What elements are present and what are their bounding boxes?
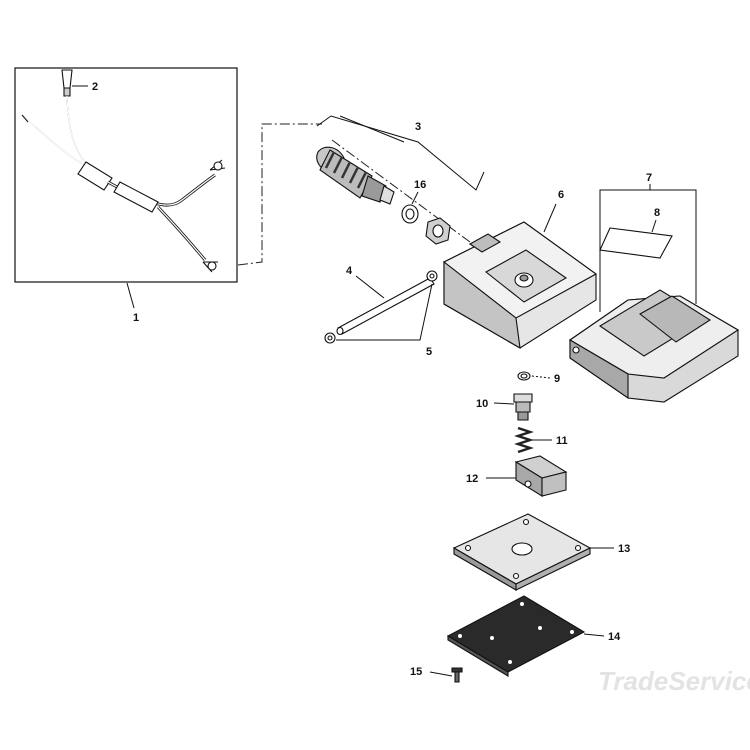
bracket-3 bbox=[316, 115, 485, 191]
lock-nut bbox=[425, 217, 451, 245]
leader-5 bbox=[336, 283, 433, 341]
screw bbox=[451, 667, 463, 683]
callout-7: 7 bbox=[646, 172, 652, 184]
washer bbox=[401, 204, 419, 224]
label-decal bbox=[599, 227, 673, 259]
callout-8: 8 bbox=[654, 207, 660, 219]
pivot-rod bbox=[336, 277, 435, 336]
watermark: TradeService bbox=[598, 666, 750, 696]
bracket-7 bbox=[599, 189, 697, 312]
callout-2: 2 bbox=[92, 81, 98, 93]
callout-14: 14 bbox=[608, 631, 621, 643]
callout-12: 12 bbox=[466, 473, 478, 485]
leader-1 bbox=[126, 282, 135, 309]
bottom-plate bbox=[446, 595, 586, 677]
assembly-axis bbox=[331, 139, 471, 243]
retaining-ring-left bbox=[324, 332, 336, 344]
callout-6: 6 bbox=[558, 189, 564, 201]
o-ring bbox=[517, 371, 531, 381]
callout-1: 1 bbox=[133, 312, 139, 324]
callout-4: 4 bbox=[346, 265, 353, 277]
callout-3: 3 bbox=[415, 121, 421, 133]
spring bbox=[514, 426, 534, 454]
callout-10: 10 bbox=[476, 398, 488, 410]
valve-fitting bbox=[513, 393, 533, 421]
callout-13: 13 bbox=[618, 543, 630, 555]
callout-16: 16 bbox=[414, 179, 426, 191]
valve-block bbox=[514, 455, 568, 497]
pedal-base-housing bbox=[442, 221, 598, 350]
wire-harness bbox=[14, 67, 238, 283]
retaining-ring-right bbox=[426, 270, 438, 282]
callout-15: 15 bbox=[410, 666, 422, 678]
callout-5: 5 bbox=[426, 346, 432, 358]
gasket-plate bbox=[452, 513, 592, 591]
assembly-line bbox=[237, 123, 322, 266]
callout-11: 11 bbox=[556, 435, 568, 447]
pedal-cover bbox=[568, 289, 740, 403]
connector-terminal bbox=[61, 69, 73, 97]
harness-frame bbox=[14, 67, 238, 283]
callout-9: 9 bbox=[554, 373, 560, 385]
strain-relief-bushing bbox=[316, 146, 395, 205]
